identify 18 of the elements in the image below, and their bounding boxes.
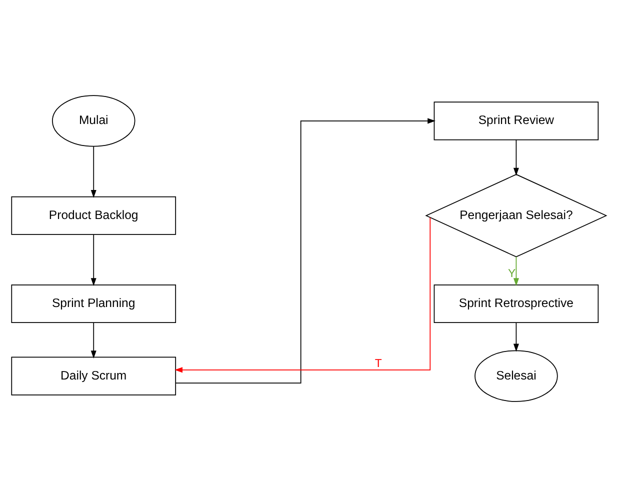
- node-diamond: Pengerjaan Selesai?: [425, 174, 608, 258]
- arrow: [90, 322, 96, 359]
- arrow: [174, 217, 431, 373]
- node-ellipse: Mulai: [52, 95, 136, 147]
- node-box: Sprint Review: [434, 102, 599, 140]
- arrow: [175, 118, 436, 384]
- arrow: [513, 256, 519, 286]
- arrow: [513, 322, 519, 352]
- node-box: Product Backlog: [11, 196, 176, 235]
- node-box: Daily Scrum: [11, 356, 176, 396]
- arrow: [90, 146, 96, 198]
- arrow: [90, 234, 96, 286]
- node-box: Sprint Planning: [11, 284, 176, 324]
- arrow: [513, 139, 519, 176]
- edge-label: T: [374, 358, 382, 370]
- edge-label: Y: [508, 268, 516, 280]
- node-ellipse: Selesai: [474, 350, 558, 402]
- node-box: Sprint Retrosprective: [434, 284, 599, 324]
